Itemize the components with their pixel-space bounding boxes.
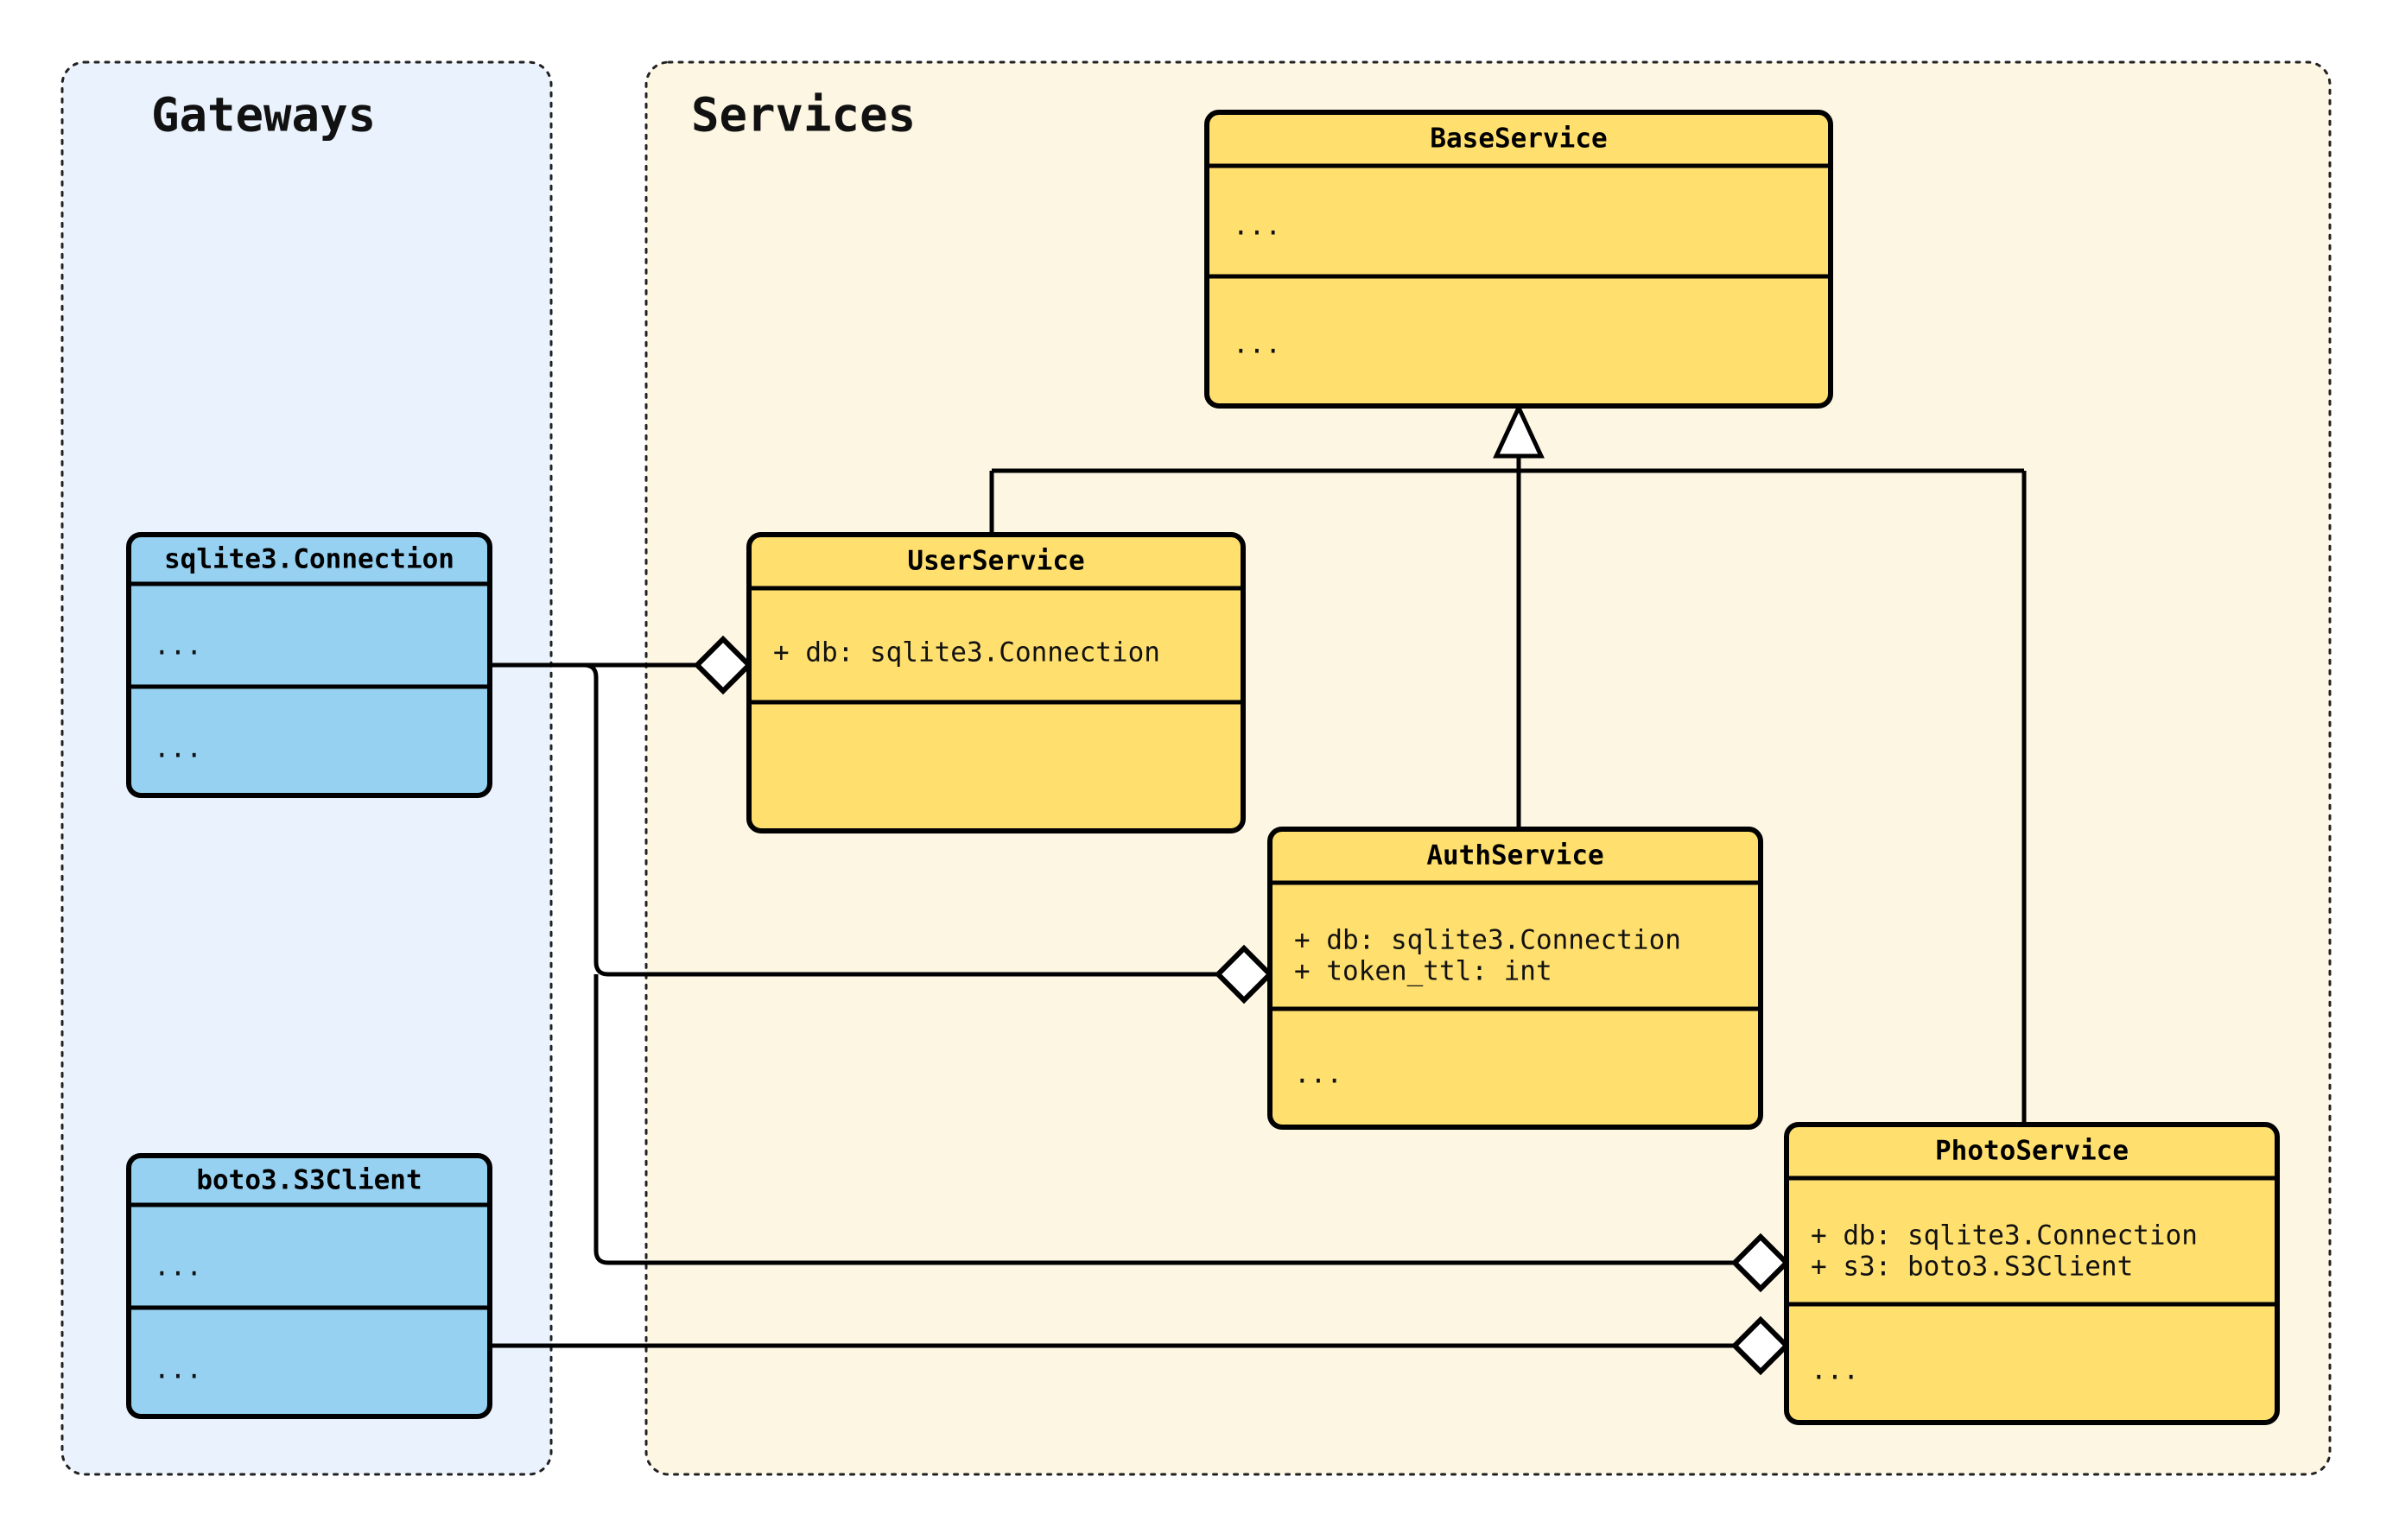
class-userservice[interactable]: UserService + db: sqlite3.Connection [746, 532, 1246, 833]
class-baseservice-frame [1204, 110, 1833, 409]
package-services-frame [644, 60, 2332, 1476]
class-boto3-s3client-title: boto3.S3Client [196, 1165, 422, 1196]
class-boto3-s3client[interactable]: boto3.S3Client ... ... [126, 1153, 492, 1419]
aggregation-sqlite-photoservice [593, 974, 1791, 1293]
class-boto3-s3client-method: ... [154, 1354, 202, 1385]
aggregation-boto3-photoservice [490, 1315, 1791, 1376]
inheritance-edges [989, 402, 2027, 1125]
aggregation-line-sqlite-authservice [490, 662, 1222, 977]
class-authservice-method: ... [1294, 1059, 1342, 1090]
class-baseservice-attribute: ... [1233, 211, 1281, 242]
package-services-title: Services [691, 88, 916, 143]
class-photoservice[interactable]: PhotoService + db: sqlite3.Connection + … [1784, 1122, 2280, 1425]
inheritance-arrowhead-icon [1493, 402, 1545, 459]
aggregation-diamond-icon [1730, 1233, 1791, 1293]
class-authservice-frame [1267, 827, 1763, 1130]
aggregation-sqlite-authservice [490, 662, 1274, 1004]
aggregation-sqlite-userservice [490, 635, 753, 695]
package-services[interactable]: Services [644, 60, 2332, 1476]
class-userservice-attribute: + db: sqlite3.Connection [773, 637, 1160, 669]
class-baseservice-title: BaseService [1430, 124, 1607, 155]
aggregation-diamond-icon [693, 635, 753, 695]
class-photoservice-attribute: + db: sqlite3.Connection [1811, 1220, 2198, 1252]
class-userservice-frame [746, 532, 1246, 833]
class-sqlite3-connection-frame [126, 532, 492, 798]
class-photoservice-method: ... [1811, 1355, 1859, 1386]
class-photoservice-attribute: + s3: boto3.S3Client [1811, 1252, 2133, 1283]
class-sqlite3-connection-attribute: ... [154, 631, 202, 662]
class-sqlite3-connection-method: ... [154, 733, 202, 764]
class-authservice-attribute: + token_ttl: int [1294, 956, 1552, 987]
class-sqlite3-connection[interactable]: sqlite3.Connection ... ... [126, 532, 492, 798]
class-authservice-attribute: + db: sqlite3.Connection [1294, 925, 1681, 956]
class-photoservice-title: PhotoService [1935, 1136, 2129, 1167]
class-authservice[interactable]: AuthService + db: sqlite3.Connection + t… [1267, 827, 1763, 1130]
class-photoservice-frame [1784, 1122, 2280, 1425]
class-boto3-s3client-frame [126, 1153, 492, 1419]
class-authservice-title: AuthService [1426, 840, 1603, 871]
class-sqlite3-connection-title: sqlite3.Connection [164, 544, 454, 575]
class-boto3-s3client-attribute: ... [154, 1252, 202, 1283]
class-baseservice[interactable]: BaseService ... ... [1204, 110, 1833, 409]
aggregation-diamond-icon [1214, 944, 1274, 1004]
class-baseservice-method: ... [1233, 329, 1281, 360]
aggregation-line-sqlite-photoservice [593, 974, 1739, 1265]
package-gateways-title: Gateways [151, 88, 376, 143]
class-userservice-title: UserService [907, 546, 1084, 577]
aggregation-diamond-icon [1730, 1315, 1791, 1376]
